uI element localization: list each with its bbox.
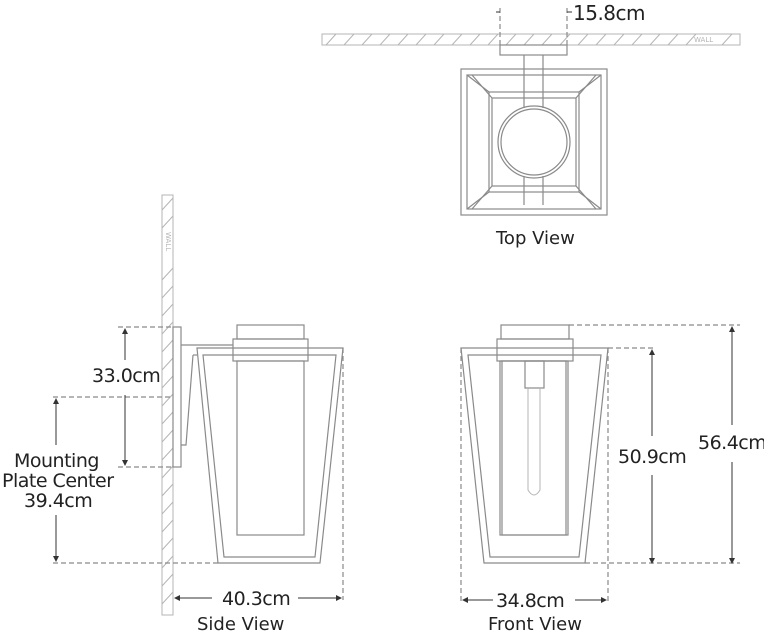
mounting-label-line2: Plate Center bbox=[2, 470, 114, 492]
side-depth-label: 40.3cm bbox=[222, 588, 291, 610]
front-overall-height-label: 56.4cm bbox=[698, 432, 764, 454]
side-wall-label: WALL bbox=[164, 232, 172, 252]
side-view-drawing bbox=[53, 194, 344, 616]
front-view-title: Front View bbox=[488, 614, 582, 635]
top-wall-hatch bbox=[325, 33, 733, 46]
front-body-height-label: 50.9cm bbox=[618, 446, 687, 468]
mounting-label-line1: Mounting bbox=[14, 450, 99, 472]
front-view-drawing bbox=[460, 324, 740, 603]
top-view-title: Top View bbox=[496, 228, 575, 249]
top-plate-width-label: 15.8cm bbox=[573, 1, 646, 25]
top-view-drawing bbox=[321, 8, 741, 216]
side-view-title: Side View bbox=[197, 614, 285, 635]
side-wall bbox=[161, 194, 174, 616]
front-width-label: 34.8cm bbox=[496, 590, 565, 612]
mounting-center-value: 39.4cm bbox=[24, 490, 93, 512]
backplate-height-label: 33.0cm bbox=[92, 365, 161, 387]
top-wall-label: WALL bbox=[694, 36, 714, 44]
